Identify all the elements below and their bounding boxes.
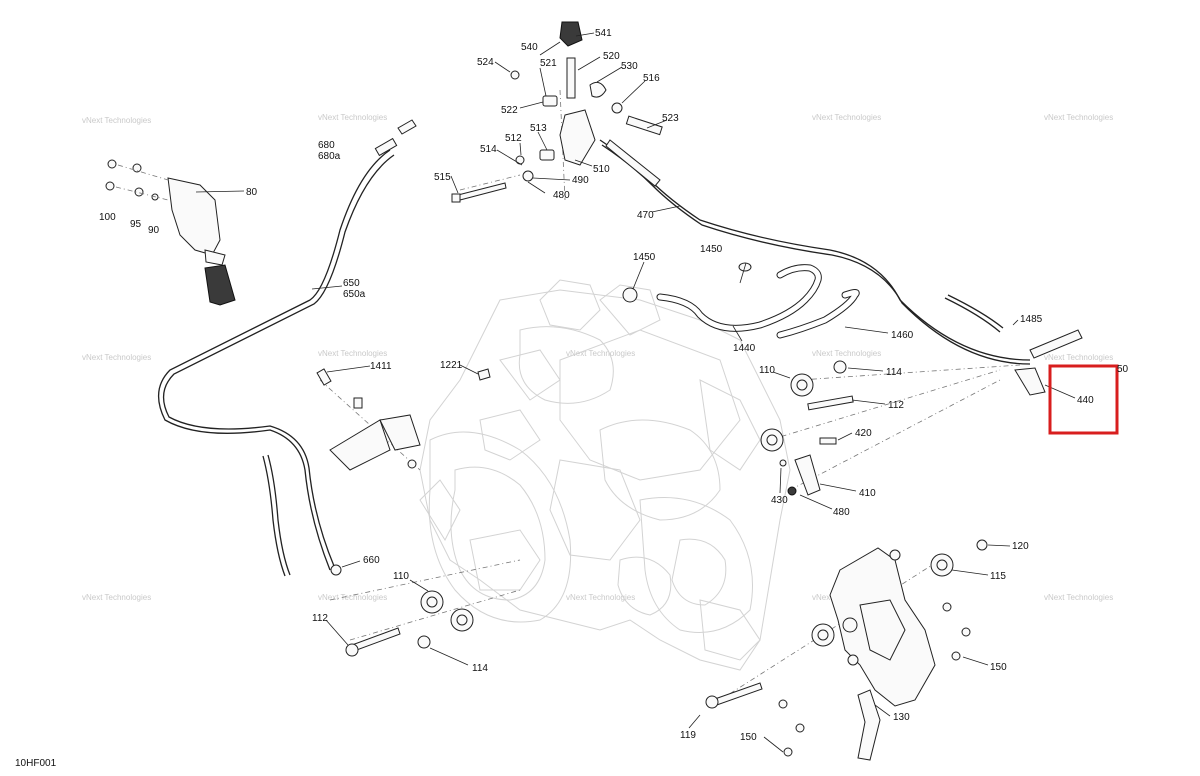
highlight-box-440 bbox=[1048, 364, 1119, 435]
callout-114-right: 114 bbox=[886, 367, 902, 378]
callout-119: 119 bbox=[680, 730, 696, 741]
callout-522: 522 bbox=[501, 105, 518, 116]
accelerator-pedal bbox=[105, 159, 245, 306]
watermark: vNext Technologies bbox=[318, 113, 387, 122]
callout-490: 490 bbox=[572, 175, 589, 186]
callout-80: 80 bbox=[246, 187, 258, 198]
watermark: vNext Technologies bbox=[318, 593, 387, 602]
callout-1440: 1440 bbox=[733, 343, 756, 354]
callout-470: 470 bbox=[637, 210, 654, 221]
watermark: vNext Technologies bbox=[82, 116, 151, 125]
callout-420: 420 bbox=[855, 428, 872, 439]
shifter-assembly bbox=[450, 21, 1031, 365]
callout-100: 100 bbox=[99, 212, 116, 223]
callout-513: 513 bbox=[530, 123, 547, 134]
callout-150-bottom: 150 bbox=[740, 732, 757, 743]
callout-512: 512 bbox=[505, 133, 522, 144]
callout-112-left: 112 bbox=[312, 613, 328, 624]
watermarks: vNext Technologies vNext Technologies vN… bbox=[82, 113, 1113, 602]
watermark: vNext Technologies bbox=[82, 593, 151, 602]
throttle-cable bbox=[158, 119, 417, 577]
lower-left-gears bbox=[325, 560, 474, 666]
callout-95: 95 bbox=[130, 219, 142, 230]
callout-1221: 1221 bbox=[440, 360, 463, 371]
coolant-hoses bbox=[622, 261, 1083, 359]
callout-480-top: 480 bbox=[553, 190, 570, 201]
callout-524: 524 bbox=[477, 57, 494, 68]
lower-right-bracket bbox=[688, 539, 1011, 761]
engine-block-outline bbox=[419, 279, 791, 671]
callout-1460: 1460 bbox=[891, 330, 914, 341]
callout-523: 523 bbox=[662, 113, 679, 124]
callout-430: 430 bbox=[771, 495, 788, 506]
callout-130: 130 bbox=[893, 712, 910, 723]
callout-680a: 680a bbox=[318, 151, 341, 162]
callout-50: 50 bbox=[1117, 364, 1129, 375]
watermark: vNext Technologies bbox=[318, 349, 387, 358]
watermark: vNext Technologies bbox=[1044, 353, 1113, 362]
callout-110-left: 110 bbox=[393, 571, 409, 582]
callout-1450-left: 1450 bbox=[633, 252, 656, 263]
callout-540: 540 bbox=[521, 42, 538, 53]
callout-120: 120 bbox=[1012, 541, 1029, 552]
callout-110-right: 110 bbox=[759, 365, 775, 376]
callout-650: 650 bbox=[343, 278, 360, 289]
callout-510: 510 bbox=[593, 164, 610, 175]
callout-680: 680 bbox=[318, 140, 335, 151]
gear-components bbox=[760, 360, 886, 510]
callout-115: 115 bbox=[990, 571, 1006, 582]
callout-1450-right: 1450 bbox=[700, 244, 723, 255]
watermark: vNext Technologies bbox=[1044, 593, 1113, 602]
callout-650a: 650a bbox=[343, 289, 366, 300]
callout-150-right: 150 bbox=[990, 662, 1007, 673]
callout-1485: 1485 bbox=[1020, 314, 1043, 325]
callout-114-left: 114 bbox=[472, 663, 488, 674]
shift-linkage-left bbox=[316, 364, 491, 471]
callout-112-right: 112 bbox=[888, 400, 904, 411]
callout-514: 514 bbox=[480, 144, 497, 155]
callout-515: 515 bbox=[434, 172, 451, 183]
callout-480-bottom: 480 bbox=[833, 507, 850, 518]
watermark: vNext Technologies bbox=[812, 349, 881, 358]
callout-440: 440 bbox=[1077, 395, 1094, 406]
callout-410: 410 bbox=[859, 488, 876, 499]
watermark: vNext Technologies bbox=[812, 113, 881, 122]
watermark: vNext Technologies bbox=[566, 349, 635, 358]
callout-530: 530 bbox=[621, 61, 638, 72]
callout-labels: 540 541 520 530 524 521 516 522 523 513 … bbox=[99, 28, 1129, 743]
callout-541: 541 bbox=[595, 28, 612, 39]
callout-520: 520 bbox=[603, 51, 620, 62]
watermark: vNext Technologies bbox=[566, 593, 635, 602]
callout-1411: 1411 bbox=[370, 361, 392, 372]
part-440-bracket bbox=[1014, 364, 1119, 435]
watermark: vNext Technologies bbox=[82, 353, 151, 362]
diagram-code: 10HF001 bbox=[15, 758, 57, 769]
watermark: vNext Technologies bbox=[1044, 113, 1113, 122]
callout-660: 660 bbox=[363, 555, 380, 566]
callout-516: 516 bbox=[643, 73, 660, 84]
callout-90: 90 bbox=[148, 225, 160, 236]
assembly-axis-lines bbox=[319, 89, 1021, 701]
callout-521: 521 bbox=[540, 58, 557, 69]
